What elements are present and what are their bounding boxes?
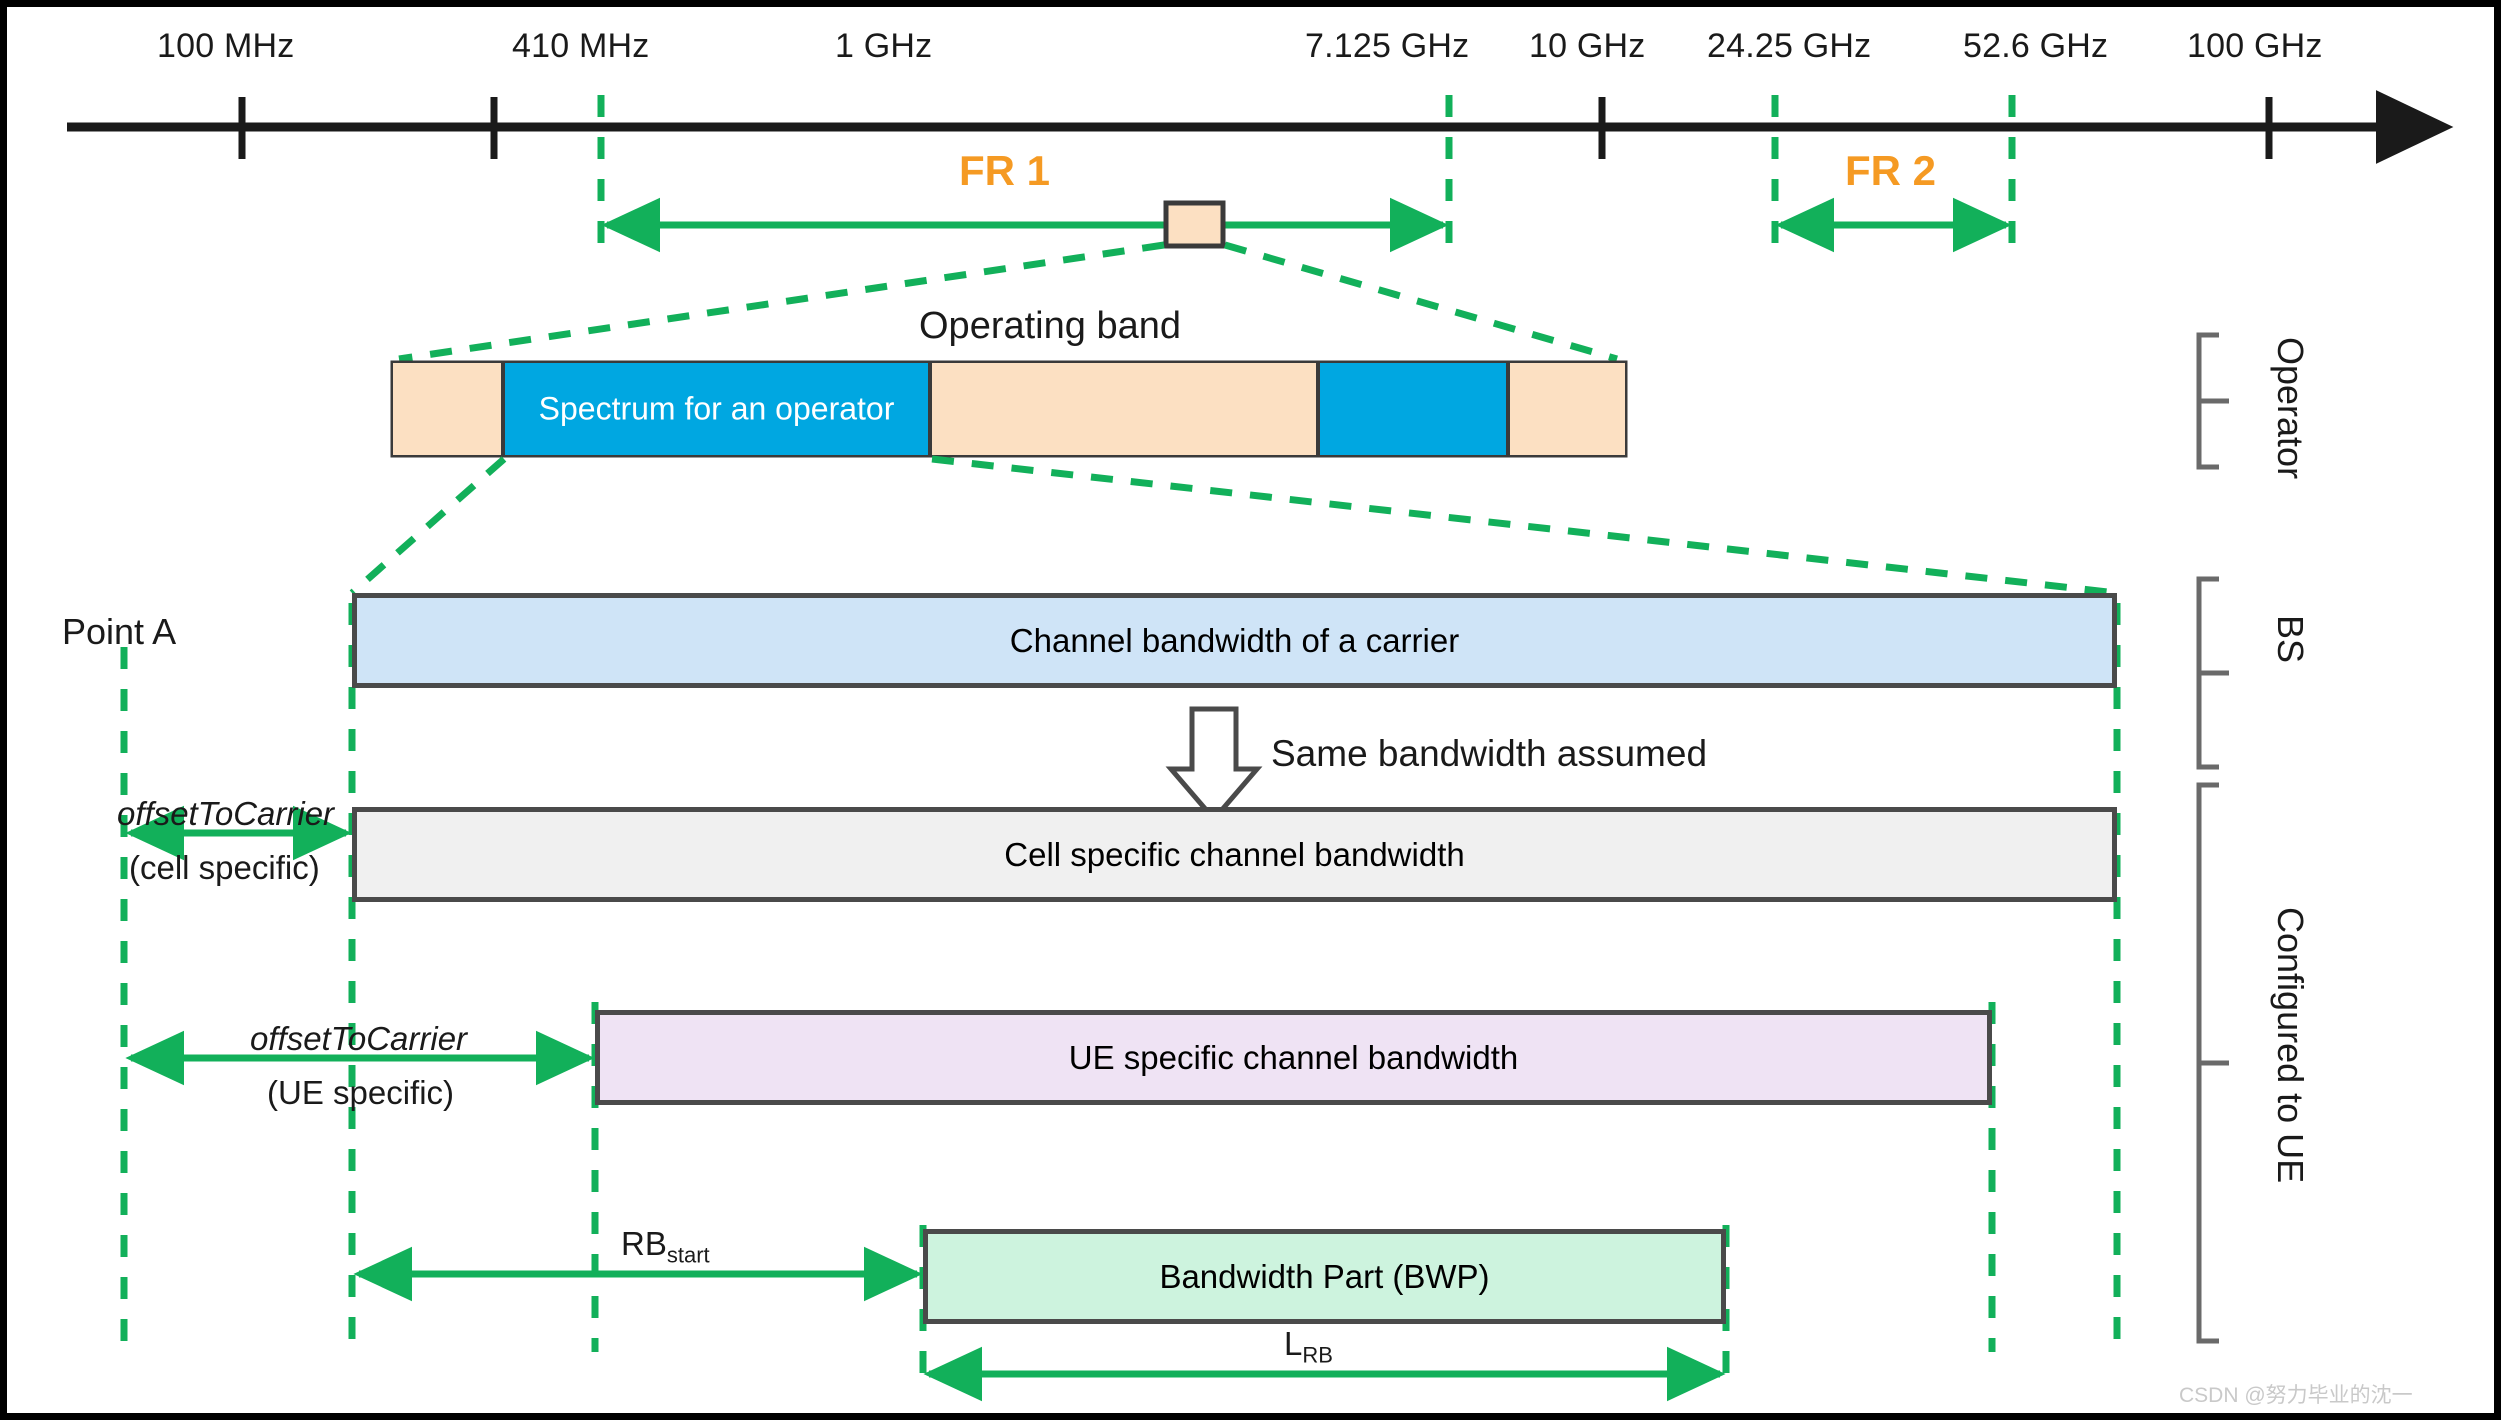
rb-start-sub: start bbox=[666, 1242, 710, 1268]
ue-bandwidth-label: UE specific channel bandwidth bbox=[1068, 1038, 1519, 1076]
bracket-bs bbox=[2196, 576, 2229, 770]
operating-band-segment-2 bbox=[932, 363, 1320, 455]
point-a-label: Point A bbox=[62, 611, 177, 652]
fr2-label: FR 2 bbox=[1845, 147, 1937, 194]
offset-ue-qualifier: (UE specific) bbox=[267, 1074, 455, 1111]
axis-tick-label-0: 100 MHz bbox=[157, 27, 295, 65]
axis-tick-label-2: 1 GHz bbox=[835, 27, 933, 65]
bwp-bar: Bandwidth Part (BWP) bbox=[923, 1229, 1726, 1324]
zoom-callout-box bbox=[1163, 200, 1226, 249]
operating-band-bar: Spectrum for an operator bbox=[393, 363, 1625, 455]
operator-spectrum-label: Spectrum for an operator bbox=[538, 390, 895, 427]
right-brackets bbox=[2196, 332, 2229, 1344]
l-rb-sub: RB bbox=[1302, 1342, 1333, 1368]
l-rb-base: L bbox=[1284, 1325, 1303, 1362]
callout-lines-to-operating-band bbox=[398, 241, 1618, 363]
offset-cell-qualifier: (cell specific) bbox=[129, 849, 320, 886]
fr1-label: FR 1 bbox=[959, 147, 1051, 194]
bracket-label-operator: Operator bbox=[2270, 337, 2311, 480]
bwp-label: Bandwidth Part (BWP) bbox=[1159, 1257, 1490, 1295]
operating-band-segment-3 bbox=[1320, 363, 1510, 455]
same-bandwidth-label: Same bandwidth assumed bbox=[1271, 733, 1708, 774]
carrier-bandwidth-bar: Channel bandwidth of a carrier bbox=[352, 593, 2117, 688]
offset-cell-name: offsetToCarrier bbox=[117, 795, 335, 832]
offset-ue-name: offsetToCarrier bbox=[250, 1020, 468, 1057]
carrier-bandwidth-label: Channel bandwidth of a carrier bbox=[1009, 621, 1460, 659]
operating-band-segment-4 bbox=[1510, 363, 1625, 455]
frequency-axis bbox=[67, 90, 2454, 164]
cell-bandwidth-bar: Cell specific channel bandwidth bbox=[352, 807, 2117, 902]
axis-tick-label-5: 24.25 GHz bbox=[1707, 27, 1872, 65]
ue-bandwidth-bar: UE specific channel bandwidth bbox=[595, 1010, 1992, 1105]
callout-lines-to-carrier bbox=[349, 455, 2118, 597]
axis-tick-label-1: 410 MHz bbox=[512, 27, 650, 65]
l-rb-label: LRB bbox=[1284, 1325, 1333, 1369]
rb-start-base: RB bbox=[621, 1225, 667, 1262]
axis-tick-label-3: 7.125 GHz bbox=[1305, 27, 1470, 65]
axis-tick-label-6: 52.6 GHz bbox=[1963, 27, 2109, 65]
same-bandwidth-arrow-icon bbox=[1165, 706, 1263, 823]
axis-green-boundaries bbox=[597, 95, 2016, 260]
watermark: CSDN @努力毕业的沈一 bbox=[2179, 1384, 2413, 1407]
axis-tick-label-4: 10 GHz bbox=[1529, 27, 1646, 65]
bracket-operator bbox=[2196, 332, 2229, 470]
cell-bandwidth-label: Cell specific channel bandwidth bbox=[1004, 835, 1465, 873]
bracket-label-bs: BS bbox=[2270, 615, 2311, 664]
bracket-ue bbox=[2196, 782, 2229, 1344]
rb-start-label: RBstart bbox=[621, 1225, 710, 1269]
operating-band-segment-1: Spectrum for an operator bbox=[505, 363, 932, 455]
bracket-label-configured-to-ue: Configured to UE bbox=[2270, 907, 2311, 1184]
vector-layer bbox=[67, 90, 2454, 1402]
operating-band-title: Operating band bbox=[919, 305, 1181, 347]
axis-tick-label-7: 100 GHz bbox=[2187, 27, 2323, 65]
operating-band-segment-0 bbox=[393, 363, 505, 455]
